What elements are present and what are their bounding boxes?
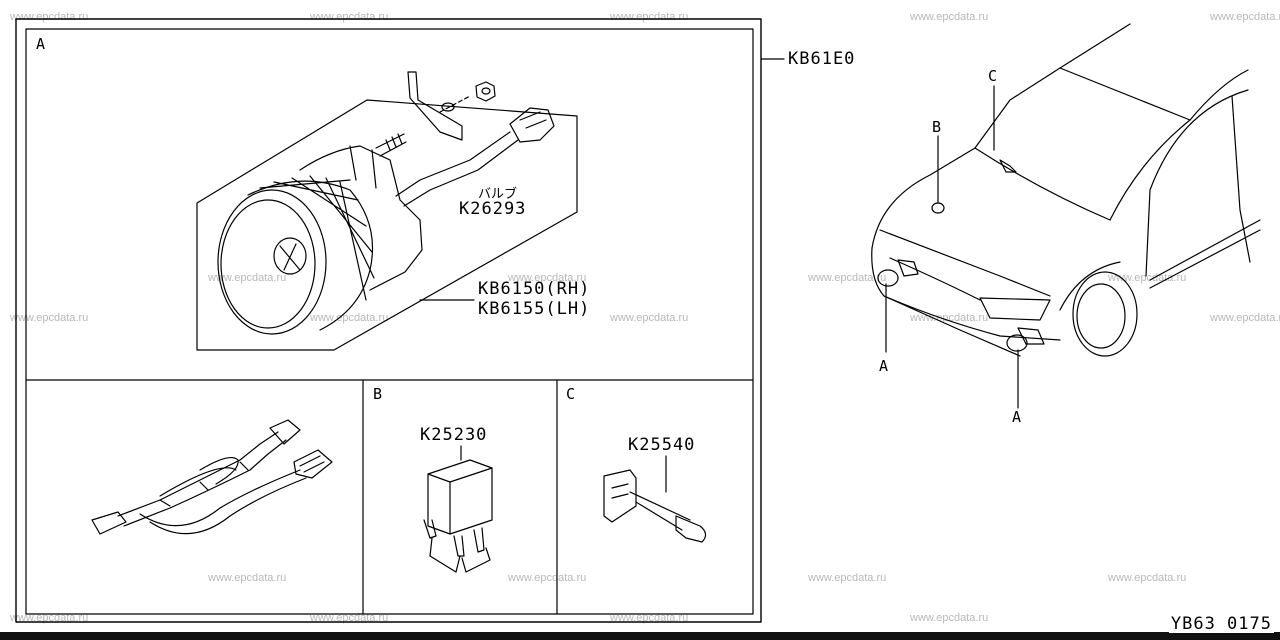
switch-drawing: [603, 455, 707, 543]
car-callout-b: B: [932, 118, 942, 136]
assembly-code: KB61E0: [788, 49, 856, 69]
diagram-code: YB63 0175: [1168, 614, 1274, 634]
watermark: www.epcdata.ru: [910, 312, 989, 324]
watermark: www.epcdata.ru: [910, 612, 989, 624]
relay-part-number: K25230: [420, 425, 488, 445]
watermark: www.epcdata.ru: [610, 11, 689, 23]
watermark: www.epcdata.ru: [310, 11, 389, 23]
harness-drawing: [91, 419, 333, 535]
car-callout-a-left: A: [879, 357, 889, 375]
watermark: www.epcdata.ru: [10, 312, 89, 324]
bulb-part-number: K26293: [459, 199, 527, 219]
fog-lamp-drawing: [196, 71, 578, 351]
fog-lamp-rh-part-number: KB6150(RH): [478, 279, 591, 299]
relay-drawing: [423, 445, 493, 573]
watermark: www.epcdata.ru: [610, 312, 689, 324]
watermark: www.epcdata.ru: [508, 272, 587, 284]
car-drawing: [871, 23, 1261, 409]
watermark: www.epcdata.ru: [808, 272, 887, 284]
watermark: www.epcdata.ru: [808, 572, 887, 584]
watermark: www.epcdata.ru: [1108, 272, 1187, 284]
watermark: www.epcdata.ru: [1210, 312, 1280, 324]
watermark: www.epcdata.ru: [310, 612, 389, 624]
car-callout-a-right: A: [1012, 408, 1022, 426]
watermark: www.epcdata.ru: [910, 11, 989, 23]
bulb-label-jp: バルブ: [478, 187, 518, 202]
watermark: www.epcdata.ru: [208, 272, 287, 284]
watermark: www.epcdata.ru: [1108, 572, 1187, 584]
car-callout-c: C: [988, 67, 998, 85]
fog-lamp-lh-part-number: KB6155(LH): [478, 299, 591, 319]
section-b-label: B: [373, 385, 383, 403]
section-c-label: C: [566, 385, 576, 403]
watermark: www.epcdata.ru: [10, 11, 89, 23]
watermark: www.epcdata.ru: [10, 612, 89, 624]
watermark: www.epcdata.ru: [1210, 11, 1280, 23]
watermark: www.epcdata.ru: [610, 612, 689, 624]
bottom-bar: [0, 632, 1280, 640]
outer-frame: [15, 18, 785, 623]
switch-part-number: K25540: [628, 435, 696, 455]
watermark: www.epcdata.ru: [310, 312, 389, 324]
section-a-label: A: [36, 35, 46, 53]
watermark: www.epcdata.ru: [208, 572, 287, 584]
watermark: www.epcdata.ru: [508, 572, 587, 584]
